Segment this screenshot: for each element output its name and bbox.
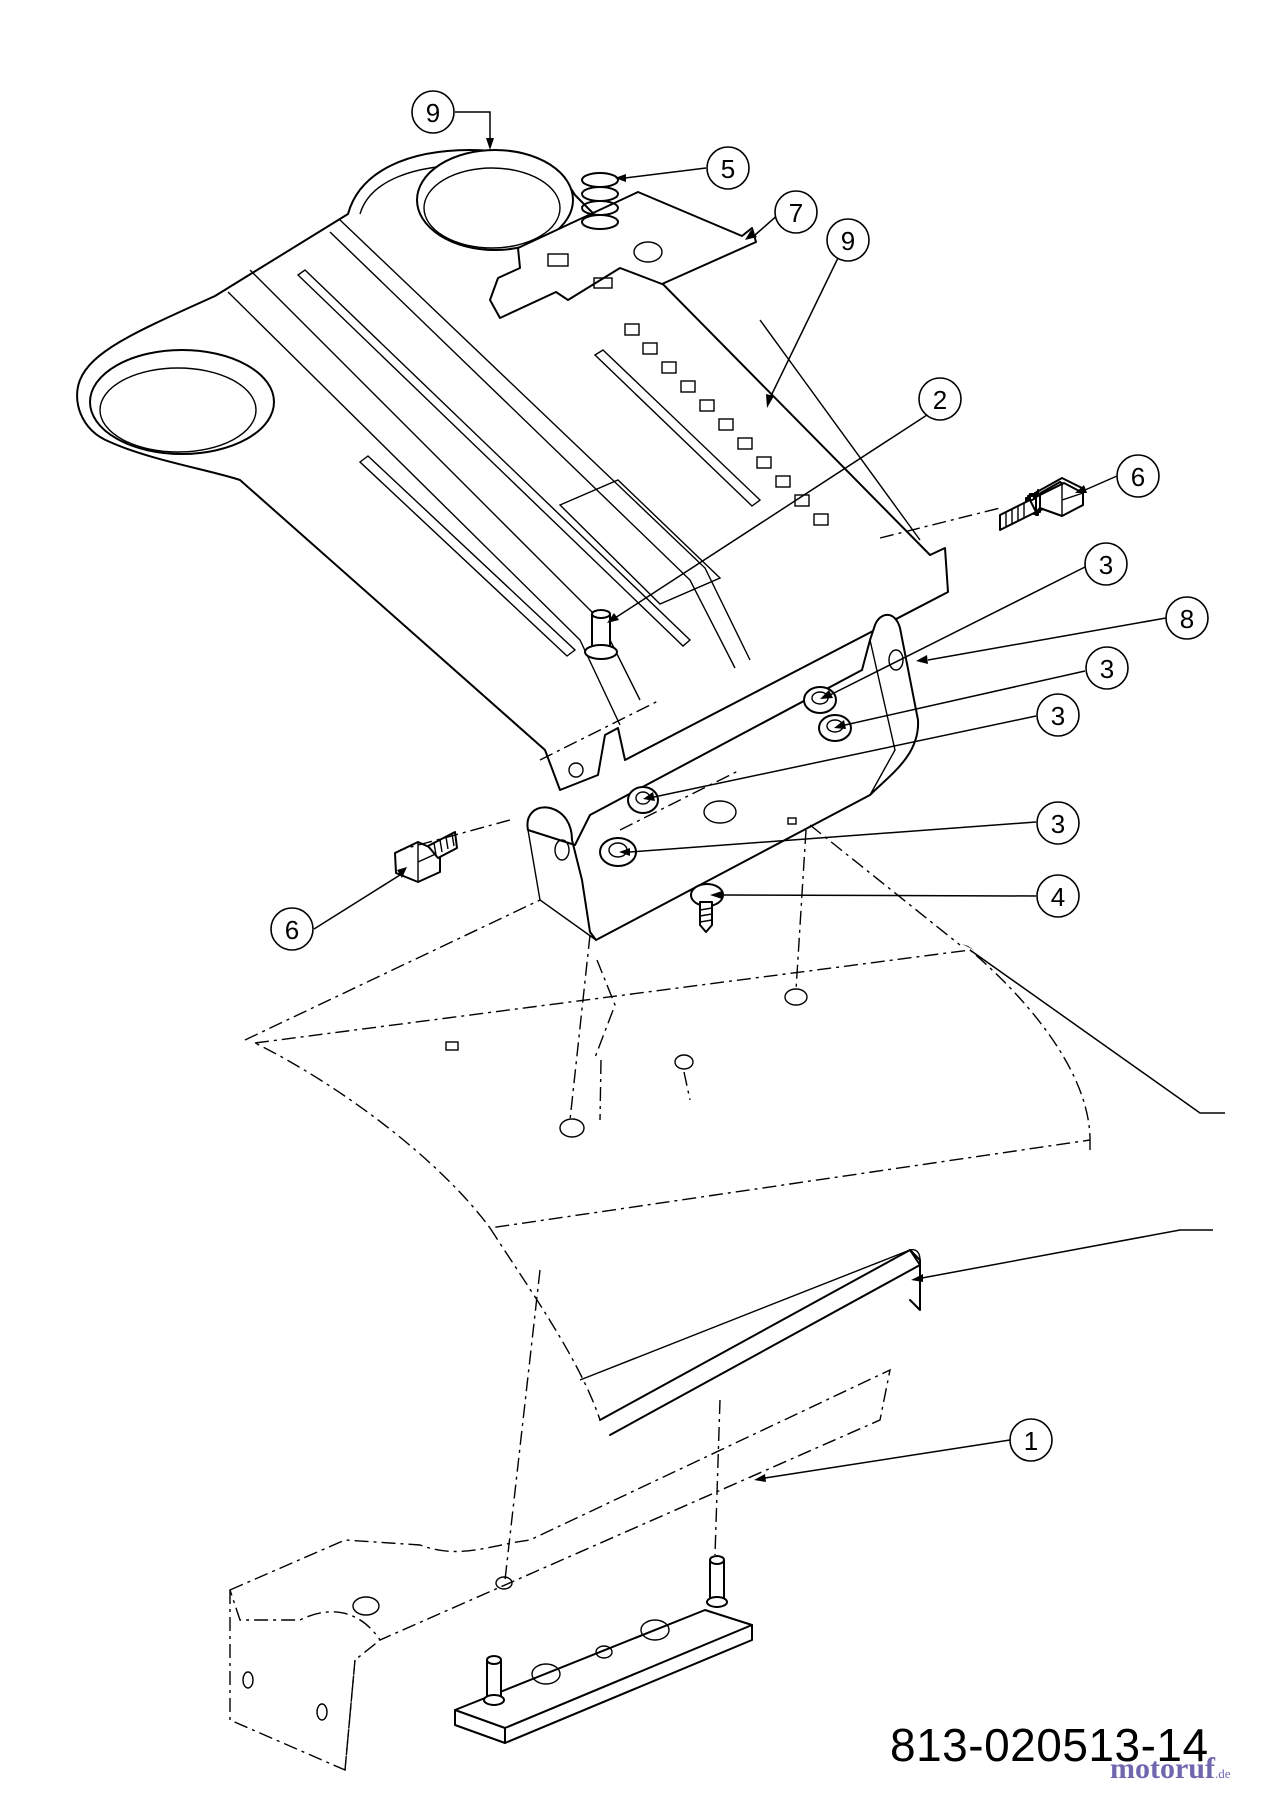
callout-6-right: 6 [1116, 454, 1160, 498]
callout-2-label: 2 [933, 385, 947, 415]
callout-8-label: 8 [1180, 604, 1194, 634]
callout-3-c-label: 3 [1051, 701, 1065, 731]
callout-leaders [313, 111, 1225, 1482]
watermark-logo: motoruf.de [1110, 1752, 1231, 1786]
mount-plate [454, 1555, 753, 1744]
callout-7-label: 7 [789, 198, 803, 228]
callout-3-a-label: 3 [1099, 550, 1113, 580]
stud-front [483, 1655, 505, 1706]
callout-3-b: 3 [1085, 646, 1129, 690]
base-bracket [229, 1368, 891, 1772]
callout-3-b-label: 3 [1100, 654, 1114, 684]
bolt-right-thread [999, 499, 1037, 531]
top-panel [76, 149, 949, 791]
callout-5: 5 [706, 146, 750, 190]
callout-9-right-label: 9 [841, 226, 855, 256]
seat-board [252, 949, 1091, 1421]
callout-3-a: 3 [1084, 542, 1128, 586]
callout-4-label: 4 [1051, 882, 1065, 912]
callout-6-left-label: 6 [285, 915, 299, 945]
callout-9-right: 9 [826, 218, 870, 262]
screw [690, 883, 724, 933]
callout-9-top-label: 9 [426, 98, 440, 128]
nut-3-c [627, 786, 659, 814]
bolt-left [394, 831, 458, 883]
cup-holder-front [89, 349, 275, 455]
callout-3-d: 3 [1036, 801, 1080, 845]
callout-5-label: 5 [721, 154, 735, 184]
latch-bracket [489, 191, 757, 319]
cup-holder-rear [416, 149, 574, 251]
bolt-right [999, 477, 1084, 531]
watermark-brand: motoruf [1110, 1752, 1215, 1785]
callout-3-c: 3 [1036, 693, 1080, 737]
callout-9-top: 9 [411, 90, 455, 134]
drawing-number: 813-020513-14 [890, 1719, 1209, 1771]
alignment-lines [244, 507, 1001, 1581]
callout-8: 8 [1165, 596, 1209, 640]
adjustment-holes [624, 323, 829, 526]
callout-1-label: 1 [1024, 1426, 1038, 1456]
pin [584, 609, 618, 660]
watermark-tld: .de [1214, 1766, 1231, 1781]
callout-7: 7 [774, 190, 818, 234]
callout-4: 4 [1036, 874, 1080, 918]
nut-3-d [599, 837, 637, 867]
nut-3-a [803, 686, 837, 714]
rail [579, 1248, 921, 1436]
callout-2: 2 [918, 377, 962, 421]
callout-3-d-label: 3 [1051, 809, 1065, 839]
callout-6-right-label: 6 [1131, 462, 1145, 492]
callout-1: 1 [1009, 1418, 1053, 1462]
spring [581, 172, 619, 230]
callout-6-left: 6 [270, 907, 314, 951]
stud-rear [706, 1555, 728, 1608]
